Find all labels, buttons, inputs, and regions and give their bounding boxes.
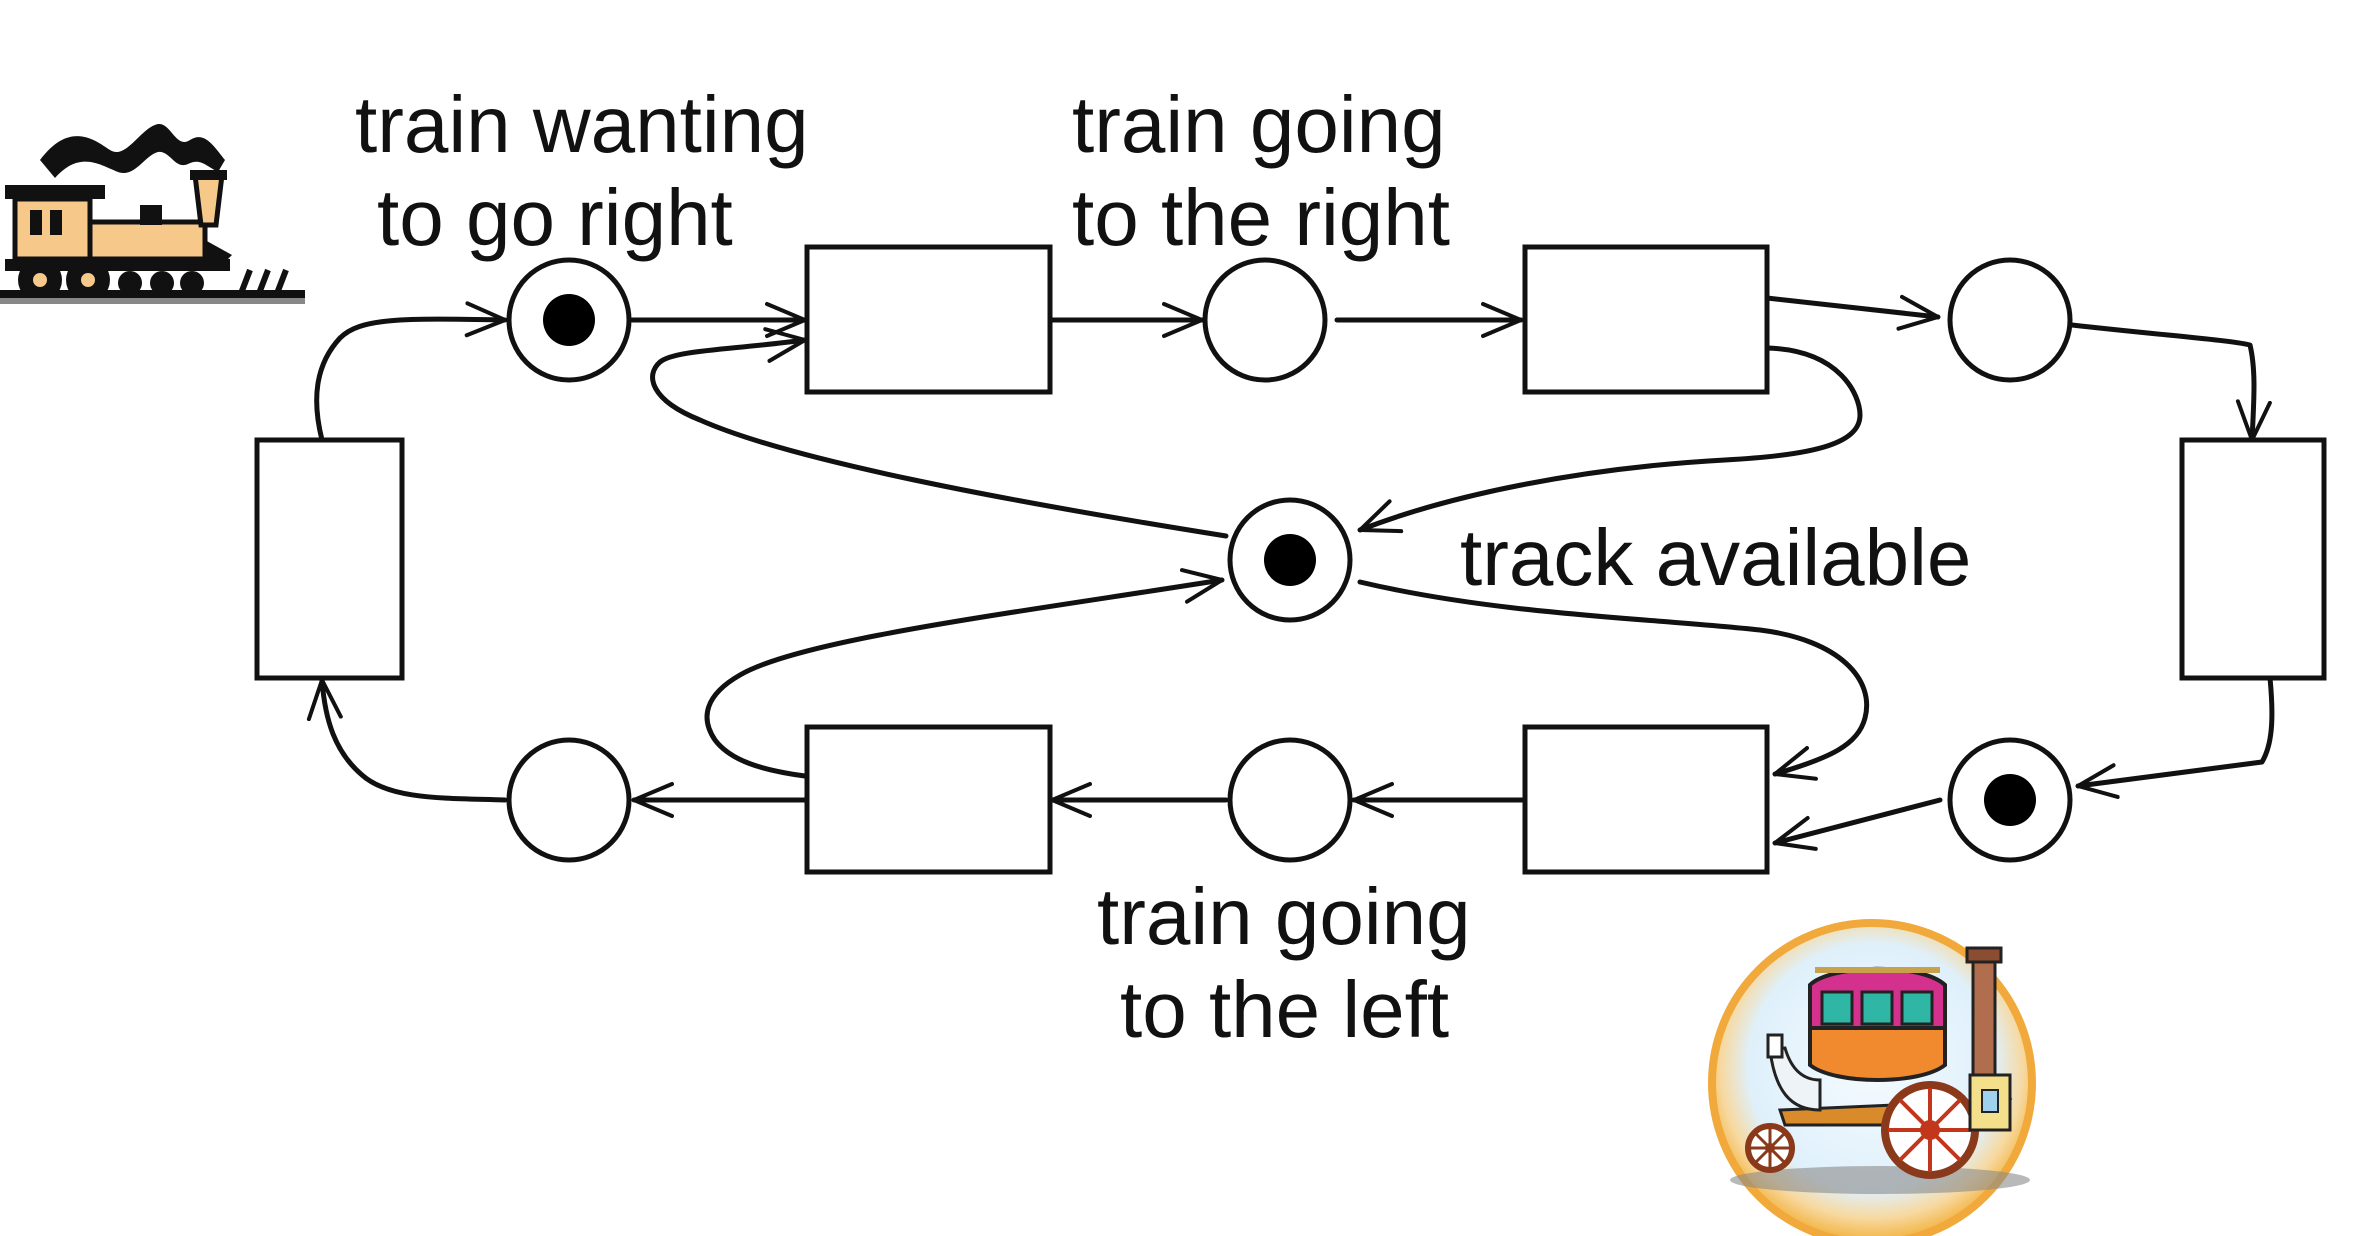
- transition-turn-left-side: [254, 437, 405, 681]
- place-wanting-right: [506, 257, 632, 383]
- place-after-left: [506, 737, 632, 863]
- place-going-left: [1227, 737, 1353, 863]
- arc-turn-left-to-wanting-right: [314, 319, 508, 443]
- place-going-right: [1202, 257, 1328, 383]
- transition-enter-right: [804, 244, 1053, 395]
- transition-exit-right: [1522, 244, 1770, 395]
- locomotive-clipart: [0, 123, 305, 304]
- transition-turn-right-side: [2179, 437, 2327, 681]
- arc-exit-left-to-track: [704, 580, 1225, 779]
- labels: train wanting to go right train going to…: [355, 80, 1971, 1054]
- label-train-wanting-line1: train wanting: [355, 80, 809, 169]
- arc-exit-right-to-track: [1357, 345, 1863, 530]
- label-train-left-line1: train going: [1097, 872, 1471, 961]
- arc-track-to-enter-right: [650, 340, 1229, 539]
- places: [506, 257, 2073, 863]
- arc-track-to-enter-left: [1357, 579, 1870, 774]
- label-train-left-line2: to the left: [1120, 965, 1449, 1054]
- arc-wanting-left-to-enter-left: [1772, 797, 1943, 843]
- transition-enter-left: [1522, 724, 1770, 875]
- label-train-right-line2: to the right: [1072, 173, 1450, 262]
- arc-after-right-to-turn: [2069, 322, 2254, 443]
- place-wanting-left: [1947, 737, 2073, 863]
- place-after-right: [1947, 257, 2073, 383]
- label-track-available: track available: [1460, 513, 1971, 602]
- transitions: [254, 244, 2327, 875]
- arc-after-left-to-turn: [322, 677, 508, 803]
- token: [543, 294, 595, 346]
- stagecoach-steam-carriage-clipart: [1708, 919, 2036, 1236]
- token: [1984, 774, 2036, 826]
- label-train-right-line1: train going: [1072, 80, 1446, 169]
- transition-exit-left: [804, 724, 1053, 875]
- arcs: [314, 298, 2275, 843]
- arc-exit-right-to-after: [1764, 298, 1941, 317]
- token: [1264, 534, 1316, 586]
- place-track-available: [1227, 497, 1353, 623]
- label-train-wanting-line2: to go right: [377, 173, 733, 262]
- arc-turn-right-to-wanting-left: [2075, 675, 2275, 786]
